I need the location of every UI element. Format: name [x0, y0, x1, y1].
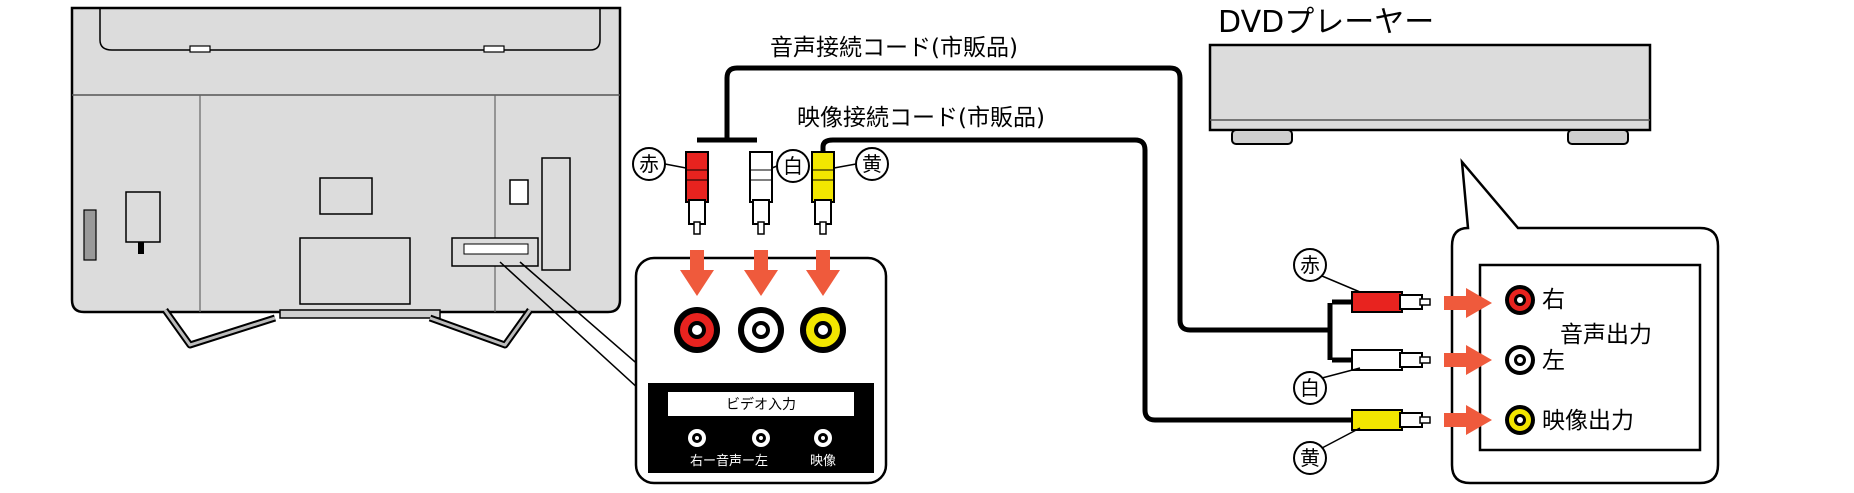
rca-jack-icon: [1505, 405, 1535, 435]
right-label: 右: [1542, 287, 1565, 313]
cables: [697, 65, 1360, 423]
dvd-output-callout: 右 音声出力 左 映像出力: [1444, 158, 1720, 485]
arrow-down-icon: [806, 250, 840, 296]
svg-text:赤: 赤: [1300, 253, 1320, 277]
video-cord-label: 映像接続コード(市販品): [797, 105, 1045, 131]
left-label: 左: [1542, 348, 1565, 374]
color-marker-yellow: 黄: [1293, 427, 1361, 475]
svg-text:白: 白: [783, 154, 803, 178]
tv-back-icon: [70, 6, 622, 349]
tv-terminal-callout: ビデオ入力 右ー音声ー左 映像: [634, 250, 888, 485]
svg-text:赤: 赤: [639, 152, 659, 176]
rca-jack-icon: [674, 307, 720, 353]
audio-cord-label: 音声接続コード(市販品): [770, 35, 1018, 61]
color-marker-red: 赤: [632, 147, 687, 181]
arrow-right-icon: [1444, 288, 1492, 318]
rca-jack-icon: [1505, 345, 1535, 375]
color-marker-yellow: 黄: [833, 147, 889, 181]
arrow-right-icon: [1444, 405, 1492, 435]
color-marker-red: 赤: [1293, 248, 1361, 293]
color-marker-white: 白: [771, 149, 810, 183]
rca-plug-icon: [685, 151, 709, 235]
arrow-down-icon: [680, 250, 714, 296]
rca-plug-icon: [811, 151, 835, 235]
rca-plug-icon: [1351, 409, 1431, 431]
rca-plug-icon: [749, 151, 773, 235]
rca-plug-icon: [1332, 291, 1431, 313]
panel-title: ビデオ入力: [726, 396, 796, 413]
rca-jack-icon: [800, 307, 846, 353]
audio-output-label: 音声出力: [1560, 322, 1652, 348]
dvd-player-icon: [1208, 43, 1652, 145]
svg-text:白: 白: [1300, 376, 1320, 400]
color-marker-white: 白: [1293, 367, 1361, 405]
svg-text:黄: 黄: [1300, 446, 1320, 470]
zoom-line: [499, 261, 641, 391]
panel-audio-label: 右ー音声ー左: [690, 453, 768, 469]
video-output-label: 映像出力: [1542, 408, 1634, 434]
arrow-down-icon: [744, 250, 778, 296]
rca-jack-icon: [1505, 285, 1535, 315]
arrow-right-icon: [1444, 345, 1492, 375]
svg-text:黄: 黄: [862, 152, 882, 176]
panel-video-label: 映像: [810, 454, 836, 469]
rca-jack-icon: [738, 307, 784, 353]
rca-plug-icon: [1332, 349, 1431, 371]
dvd-player-label: DVDプレーヤー: [1218, 5, 1434, 40]
